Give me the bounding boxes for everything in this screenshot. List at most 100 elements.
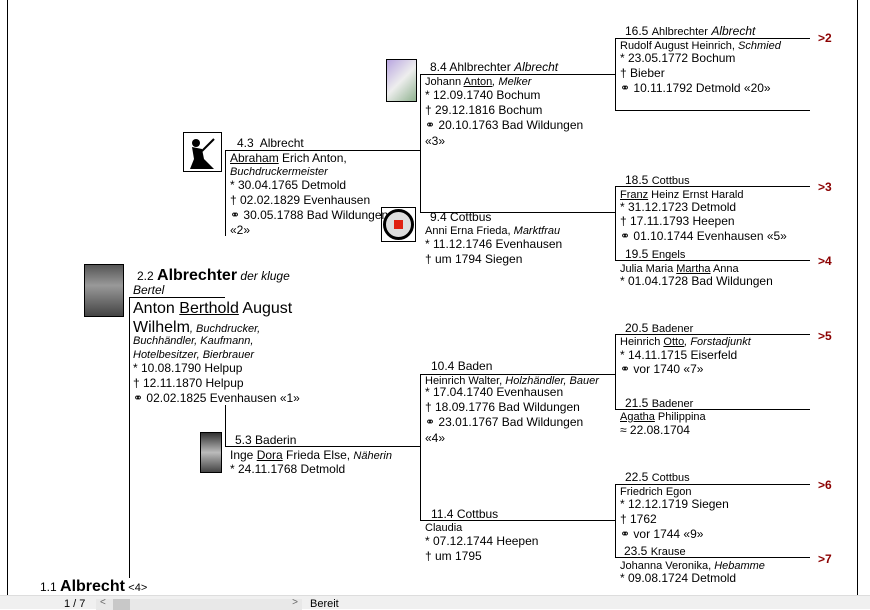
- line: [615, 557, 810, 558]
- scroll-right-icon[interactable]: >: [292, 597, 298, 608]
- status-text: Bereit: [310, 598, 339, 610]
- person-name: Albrecht: [60, 578, 125, 595]
- continue-marker[interactable]: >7: [818, 552, 832, 566]
- horizontal-scrollbar[interactable]: < >: [96, 597, 302, 610]
- given-name: Frieda Else,: [282, 448, 354, 462]
- occupation: Buchdruckermeister: [230, 166, 328, 178]
- line: [615, 484, 810, 485]
- continue-marker[interactable]: >4: [818, 254, 832, 268]
- status-bar: 1 / 7 < > Bereit: [0, 595, 870, 610]
- call-name: Anton: [463, 76, 493, 88]
- death: † Bieber: [620, 66, 665, 80]
- call-name: Otto: [663, 336, 685, 348]
- person-1-1[interactable]: 1.1 Albrecht <4>: [40, 577, 147, 596]
- person-number: 20.5: [625, 321, 649, 335]
- marriage: ⚭ 30.05.1788 Bad Wildungen: [230, 208, 389, 222]
- person-number: 5.3: [235, 433, 252, 447]
- given-name: August: [242, 300, 293, 317]
- line: [615, 186, 810, 187]
- birth: * 14.11.1715 Eiserfeld: [620, 348, 738, 362]
- death: † 29.12.1816 Bochum: [425, 103, 543, 117]
- epithet: der kluge: [240, 269, 290, 283]
- person-number: 8.4: [430, 60, 447, 74]
- continue-marker[interactable]: >6: [818, 478, 832, 492]
- line: [615, 38, 616, 110]
- page-border-left: [7, 0, 8, 595]
- death: † 12.11.1870 Helpup: [133, 376, 244, 390]
- surname: Cottbus: [456, 507, 499, 521]
- occupation: Buchhändler, Kaufmann,: [133, 335, 254, 347]
- guitarist-icon[interactable]: [183, 132, 222, 172]
- line: [420, 74, 421, 212]
- ref[interactable]: «2»: [230, 223, 251, 237]
- marriage: ⚭ 02.02.1825 Evenhausen «1»: [133, 391, 300, 405]
- birth: * 30.04.1765 Detmold: [230, 178, 347, 192]
- person-number: 18.5: [625, 173, 649, 187]
- birth: * 09.08.1724 Detmold: [620, 571, 737, 585]
- surname: Albrechter: [157, 267, 238, 284]
- line: [615, 334, 810, 335]
- death: † um 1795: [425, 549, 482, 563]
- given-name: Anni Erna Frieda,: [425, 225, 514, 237]
- surname: Badener: [651, 323, 694, 335]
- call-name: Dora: [256, 448, 283, 462]
- person-number: 16.5: [625, 24, 649, 38]
- person-number: 22.5: [625, 470, 649, 484]
- surname: Baderin: [255, 433, 297, 447]
- continue-marker[interactable]: >2: [818, 31, 832, 45]
- person-number: 1.1: [40, 580, 57, 594]
- death: † 18.09.1776 Bad Wildungen: [425, 400, 580, 414]
- birth: * 17.04.1740 Evenhausen: [425, 385, 564, 399]
- surname: Ahlbrechter: [449, 60, 511, 74]
- surname: Ahlbrechter: [651, 26, 708, 38]
- call-name: Abraham: [230, 151, 279, 165]
- portrait-photo-2-2[interactable]: [84, 264, 124, 317]
- continue-marker[interactable]: >3: [818, 180, 832, 194]
- continue-marker[interactable]: >5: [818, 329, 832, 343]
- death: † 1762: [620, 512, 657, 526]
- line: [420, 374, 421, 520]
- occupation: , Forstadjunkt: [684, 336, 751, 348]
- call-name: Agatha: [620, 411, 655, 423]
- birth: * 12.12.1719 Siegen: [620, 497, 729, 511]
- occupation: Schmied: [738, 40, 781, 52]
- person-number: 2.2: [137, 269, 154, 283]
- alt-surname: Albrecht: [711, 24, 756, 38]
- ref[interactable]: «3»: [425, 134, 446, 148]
- scrollbar-thumb[interactable]: [113, 599, 130, 610]
- birth: * 11.12.1746 Evenhausen: [425, 237, 563, 251]
- surname: Albrecht: [259, 136, 304, 150]
- ref[interactable]: «4»: [425, 431, 446, 445]
- birth: * 23.05.1772 Bochum: [620, 51, 736, 65]
- occupation: , Melker: [492, 76, 532, 88]
- given-name: Claudia: [425, 522, 463, 534]
- line: [129, 297, 130, 578]
- occupation: Marktfrau: [513, 225, 561, 237]
- scroll-left-icon[interactable]: <: [100, 597, 106, 608]
- given-name: Johann: [425, 76, 464, 88]
- person-2-2-header[interactable]: 2.2 Albrechter der kluge: [137, 266, 290, 285]
- record-button-icon[interactable]: [381, 207, 416, 242]
- line: [225, 405, 226, 446]
- call-name: Franz: [620, 189, 649, 201]
- line: [615, 334, 616, 409]
- occupation: Holzhändler, Bauer: [505, 375, 599, 387]
- death: † 17.11.1793 Heepen: [620, 214, 735, 228]
- painting-photo-8-4[interactable]: [386, 59, 417, 102]
- marriage: ⚭ vor 1744 «9»: [620, 527, 704, 541]
- surname: Cottbus: [450, 210, 492, 224]
- line: [225, 150, 226, 236]
- birth: * 12.09.1740 Bochum: [425, 88, 541, 102]
- person-number: 10.4: [431, 359, 455, 373]
- person-number: 4.3: [237, 136, 254, 150]
- marriage: ⚭ 10.11.1792 Detmold «20»: [620, 81, 771, 95]
- given-name: Heinrich: [620, 336, 664, 348]
- given-name: Anton: [133, 300, 175, 317]
- given-name: Erich Anton,: [278, 151, 347, 165]
- line: [225, 446, 420, 447]
- portrait-photo-5-3[interactable]: [200, 432, 222, 473]
- line: [129, 297, 225, 298]
- given-name: Rudolf August Heinrich,: [620, 40, 739, 52]
- surname: Cottbus: [651, 175, 690, 187]
- line: [420, 212, 615, 213]
